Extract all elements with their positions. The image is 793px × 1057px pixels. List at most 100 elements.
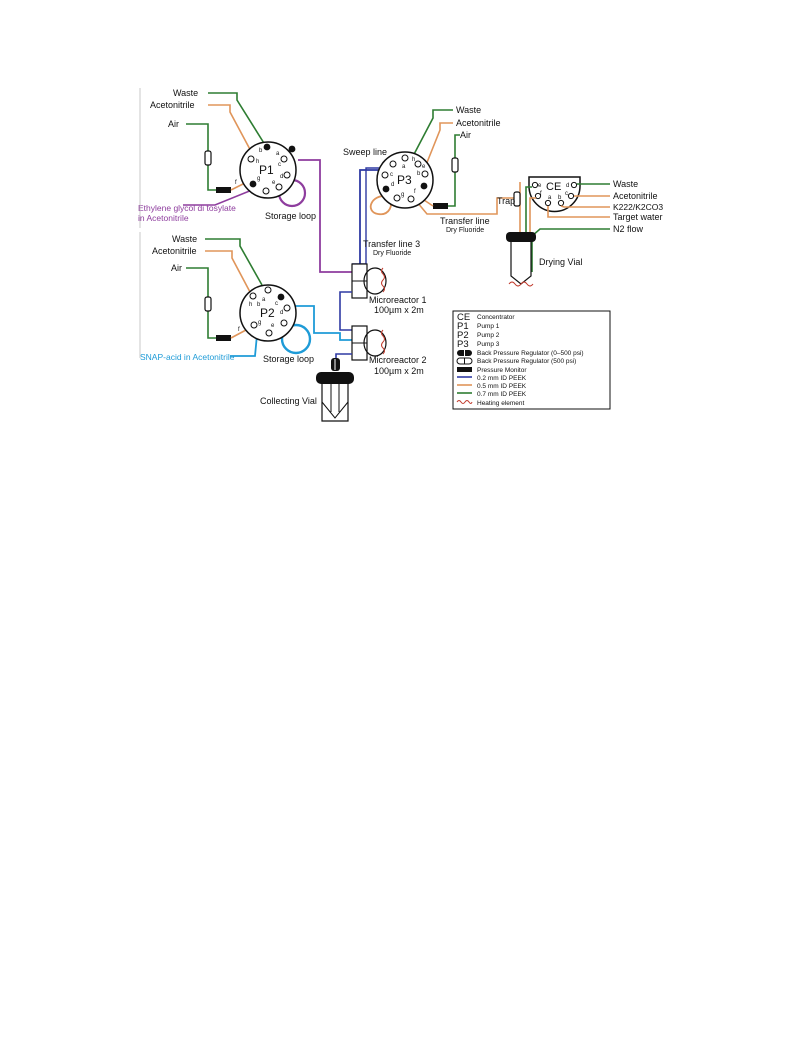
ce-port-d: d — [566, 183, 569, 189]
p1-port-h: h — [256, 159, 259, 165]
p1-acetonitrile-label: Acetonitrile — [150, 100, 195, 110]
concentrator-group: CE a b c d e f Trap Drying Vial Waste Ac… — [497, 176, 663, 287]
ce-n2-flow-line — [531, 228, 610, 272]
microreactor2-dims: 100µm x 2m — [374, 366, 424, 376]
ce-port-b: b — [558, 195, 562, 201]
p2-storage-loop-label: Storage loop — [263, 354, 314, 364]
drying-vial-label: Drying Vial — [539, 257, 582, 267]
p2-port-d: d — [280, 310, 283, 316]
p2-pressure-monitor-icon — [216, 335, 231, 341]
ce-k222-line — [560, 205, 610, 208]
p3-acetonitrile-line — [425, 122, 453, 166]
p3-air-filter-icon — [451, 157, 459, 173]
p3-pressure-monitor-icon — [433, 203, 448, 209]
p3-transfer-line-out — [416, 197, 514, 215]
collecting-vial-icon — [321, 384, 349, 422]
p3-port-h: h — [412, 157, 415, 163]
p2-port-a: a — [262, 297, 266, 303]
ce-target-water-label: Target water — [613, 212, 663, 222]
p1-port-a: a — [276, 151, 280, 157]
ce-port-f: f — [540, 191, 542, 197]
p2-reagent-label: SNAP-acid in Acetonitrile — [140, 352, 235, 362]
p3-label: P3 — [397, 173, 412, 187]
p2-storage-loop-icon — [280, 323, 312, 355]
p2-air-filter-icon — [204, 296, 212, 312]
microreactor2-coil-icon — [363, 329, 387, 357]
p1-port-g: g — [257, 176, 260, 182]
legend: CE Concentrator P1 Pump 1 P2 Pump 2 P3 P… — [452, 310, 611, 410]
transfer-line-label: Transfer line — [440, 216, 490, 226]
p1-storage-loop-label: Storage loop — [265, 211, 316, 221]
microreactor1-heater-icon — [381, 267, 385, 293]
p1-reagent-label-2: in Acetonitrile — [138, 213, 189, 223]
p3-waste-line — [410, 109, 453, 161]
p1-reagent-line — [183, 189, 253, 206]
p2-port-e: e — [271, 323, 275, 329]
p2-output-line — [295, 305, 352, 341]
legend-box — [452, 310, 611, 410]
collecting-vial-cap-icon — [316, 372, 354, 384]
p2-acetonitrile-label: Acetonitrile — [152, 246, 197, 256]
legend-label-bpr2: Back Pressure Regulator (500 psi) — [477, 358, 576, 365]
p1-port-e: e — [272, 180, 276, 186]
drying-vial-cap-icon — [506, 232, 536, 242]
p1-air-label: Air — [168, 119, 179, 129]
reactor-link-line — [339, 291, 352, 331]
legend-label-02: 0.2 mm ID PEEK — [477, 375, 527, 382]
ce-acetonitrile-label: Acetonitrile — [613, 191, 658, 201]
p2-acetonitrile-line — [205, 250, 251, 293]
microreactor1-coil-icon — [363, 267, 387, 295]
p1-port-c: c — [278, 162, 281, 168]
ce-target-water-line — [547, 206, 610, 218]
p3-port-b: b — [417, 171, 421, 177]
legend-label-bpr1: Back Pressure Regulator (0–500 psi) — [477, 350, 584, 357]
p2-waste-label: Waste — [172, 234, 197, 244]
microreactor1-name: Microreactor 1 — [369, 295, 427, 305]
legend-label-05: 0.5 mm ID PEEK — [477, 383, 527, 390]
legend-key-p1: P1 — [457, 321, 469, 332]
p3-port-c: c — [390, 172, 393, 178]
pump-p2-group: P2 a b c d e f g h Waste Acetonitrile Ai… — [140, 234, 352, 364]
ce-port-c: c — [565, 191, 568, 197]
ce-waste-label: Waste — [613, 179, 638, 189]
p1-air-filter-icon — [204, 150, 212, 166]
p3-port-a: a — [402, 164, 406, 170]
p2-air-label: Air — [171, 263, 182, 273]
p3-port-f: f — [414, 189, 416, 195]
legend-pressure-monitor-icon — [457, 367, 472, 372]
p2-waste-line — [205, 238, 263, 286]
legend-key-ce: CE — [457, 312, 470, 323]
p2-port-b: b — [257, 302, 261, 308]
concentrator-icon — [528, 176, 581, 213]
reactor-group: Transfer line Dry Fluoride Transfer line… — [260, 216, 490, 422]
legend-label-heat: Heating element — [477, 400, 525, 407]
p2-port-g: g — [258, 320, 261, 326]
ce-n2-flow-label: N2 flow — [613, 224, 644, 234]
drying-vial-icon — [510, 242, 532, 285]
p1-output-line — [298, 159, 352, 273]
p1-pressure-monitor-icon — [216, 187, 231, 193]
legend-heating-icon — [456, 400, 473, 404]
p2-port-h: h — [249, 302, 252, 308]
drying-vial-heater-icon — [508, 281, 534, 287]
collecting-vial-label: Collecting Vial — [260, 396, 317, 406]
p2-port-c: c — [275, 301, 278, 307]
p2-label: P2 — [260, 306, 275, 320]
p1-reagent-label-1: Ethylene glycol di tosylate — [138, 203, 236, 213]
p3-acetonitrile-label: Acetonitrile — [456, 118, 501, 128]
legend-label-ce: Concentrator — [477, 314, 515, 321]
legend-label-p3: Pump 3 — [477, 341, 500, 348]
legend-label-p1: Pump 1 — [477, 323, 500, 330]
p2-port-f: f — [238, 327, 240, 333]
ce-port-e: e — [538, 183, 542, 189]
trap-icon — [513, 191, 521, 207]
microreactor2-heater-icon — [381, 329, 385, 355]
pump-p1-group: P1 a b c d e f g h Waste Acetonitrile Ai… — [138, 88, 352, 273]
ce-port-a: a — [548, 195, 552, 201]
p1-waste-line — [208, 92, 268, 149]
p1-acetonitrile-line — [208, 104, 254, 156]
legend-label-p2: Pump 2 — [477, 332, 500, 339]
legend-label-07: 0.7 mm ID PEEK — [477, 391, 527, 398]
p3-waste-label: Waste — [456, 105, 481, 115]
p3-air-label: Air — [460, 130, 471, 140]
